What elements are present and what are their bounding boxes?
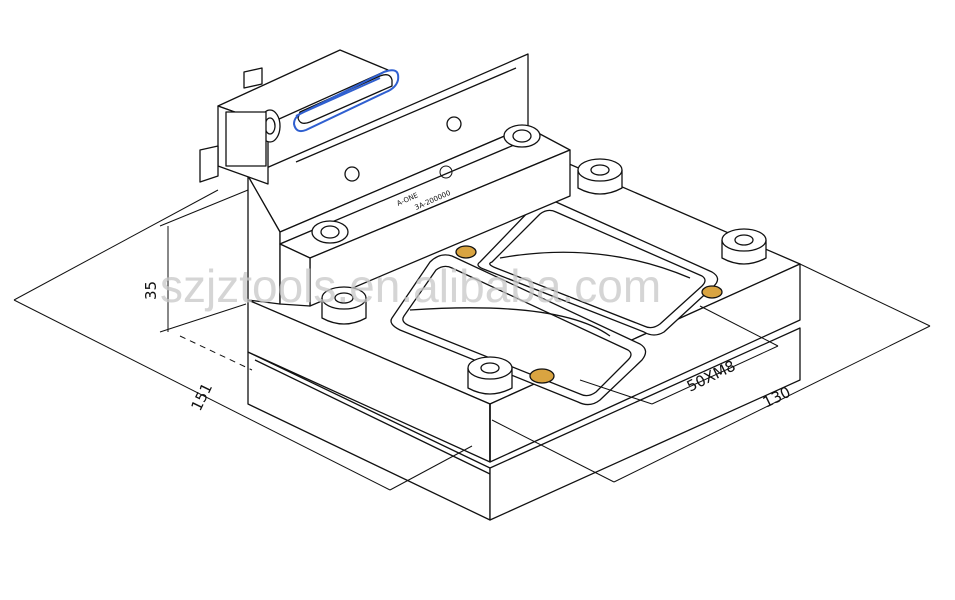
- watermark-text: szjztools.en.alibaba.com: [160, 260, 661, 312]
- dimension-depth-label: 151: [187, 380, 216, 414]
- cap-screw: [321, 286, 367, 325]
- locating-pins: [455, 245, 723, 384]
- base-plate: [247, 327, 801, 521]
- cap-screw: [467, 356, 513, 395]
- dimension-lines: [13, 189, 931, 491]
- cap-screws: [321, 158, 767, 395]
- brand-logo-icon: [439, 165, 453, 179]
- cap-screw: [577, 158, 623, 195]
- cap-screw: [721, 228, 767, 265]
- dimension-height-label: 35: [142, 281, 160, 300]
- slot-pockets: [390, 200, 719, 406]
- vise-jaw-block: [247, 53, 571, 307]
- clamp-handle-assembly: [199, 49, 393, 185]
- paperclip-icon: [293, 69, 400, 133]
- jaw-screws: [311, 116, 541, 244]
